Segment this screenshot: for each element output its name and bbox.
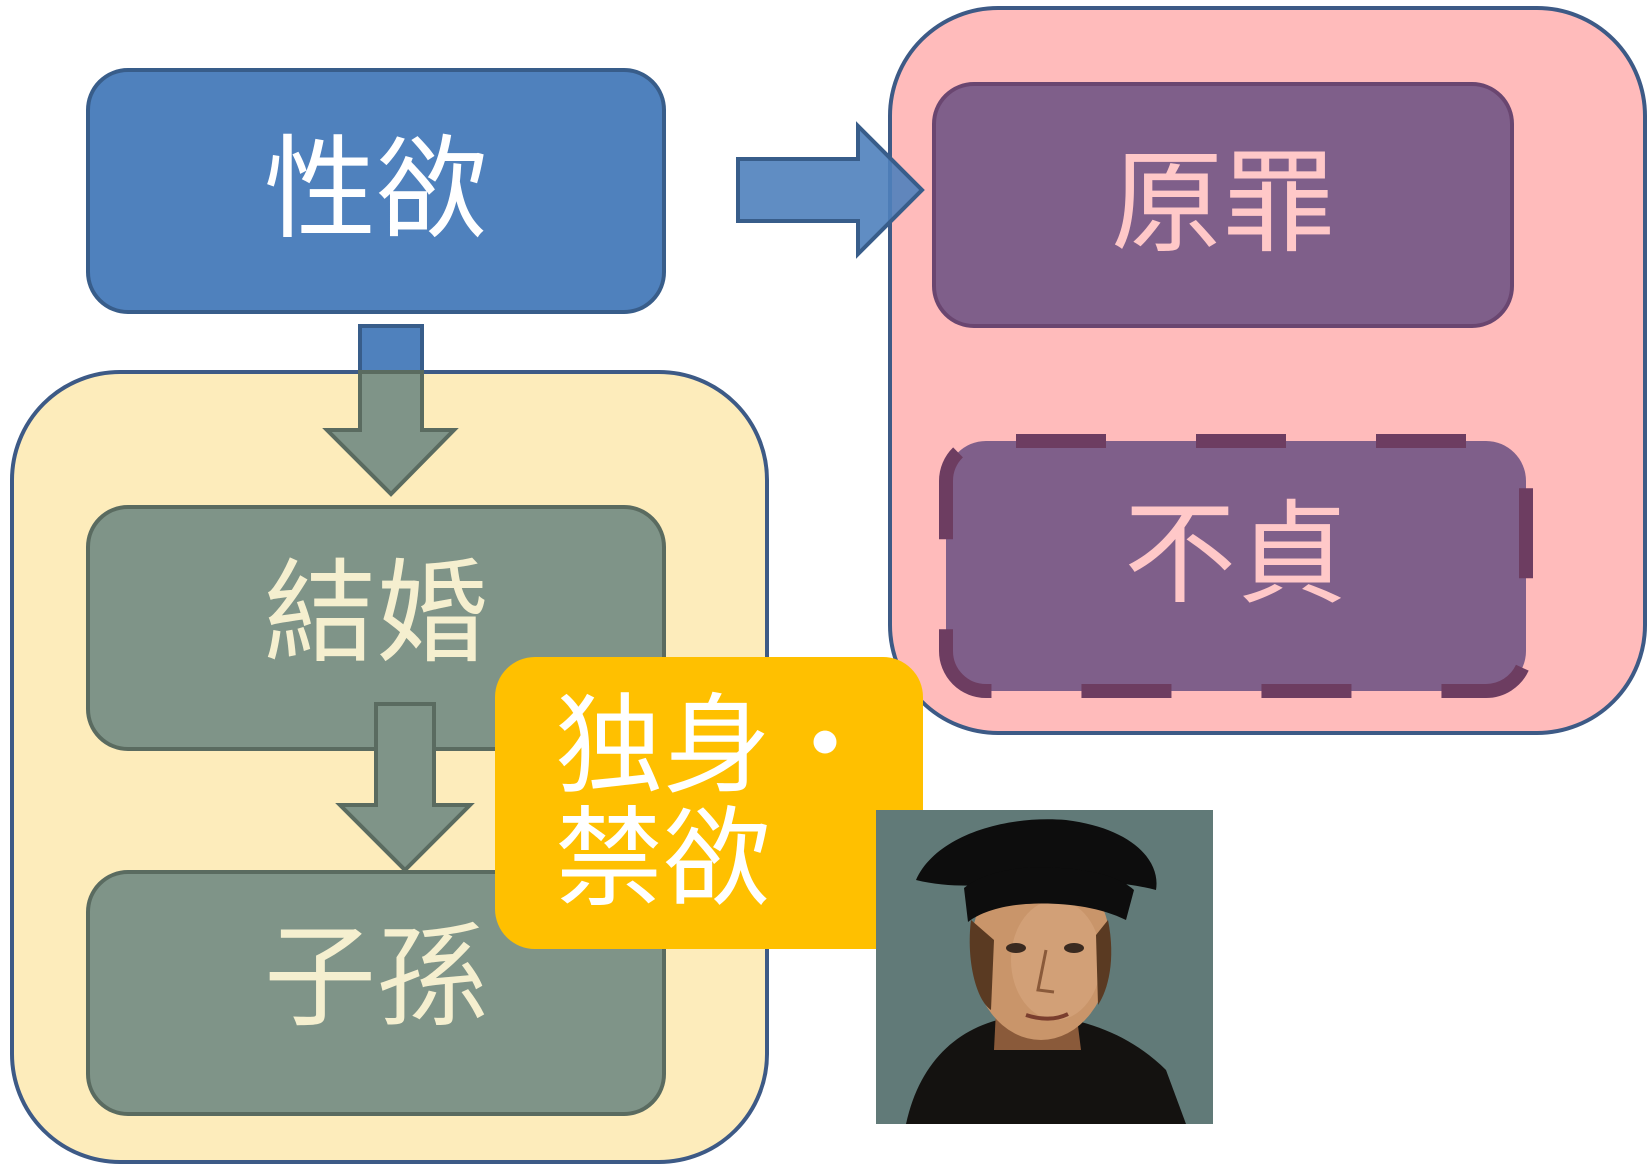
lust-box bbox=[86, 68, 666, 314]
celibacy-box bbox=[495, 657, 923, 949]
lust-label: 性欲 bbox=[88, 70, 664, 312]
marriage-label: 結婚 bbox=[88, 507, 664, 749]
original-sin-label: 原罪 bbox=[934, 84, 1512, 326]
descendants-label: 子孫 bbox=[88, 872, 664, 1114]
celibacy-text-line2: 禁欲 bbox=[555, 797, 772, 922]
descendants-text: 子孫 bbox=[264, 913, 488, 1044]
celibacy-text-line1: 独身・ bbox=[555, 683, 880, 809]
arrow-to-marriage bbox=[322, 370, 459, 497]
arrow-to-original-sin bbox=[736, 121, 925, 259]
arrow-to-marriage-top bbox=[358, 324, 424, 374]
arrow-to-descendants bbox=[335, 702, 475, 873]
infidelity-box bbox=[939, 434, 1533, 698]
original-sin-text: 原罪 bbox=[1111, 139, 1335, 270]
infidelity-label: 不貞 bbox=[946, 441, 1526, 691]
celibacy-label: 独身・ 禁欲 bbox=[505, 668, 905, 938]
original-sin-box bbox=[932, 82, 1514, 328]
marriage-text: 結婚 bbox=[264, 549, 488, 680]
portrait-image bbox=[876, 810, 1213, 1124]
infidelity-text: 不貞 bbox=[1124, 490, 1348, 621]
lust-text: 性欲 bbox=[264, 125, 488, 256]
